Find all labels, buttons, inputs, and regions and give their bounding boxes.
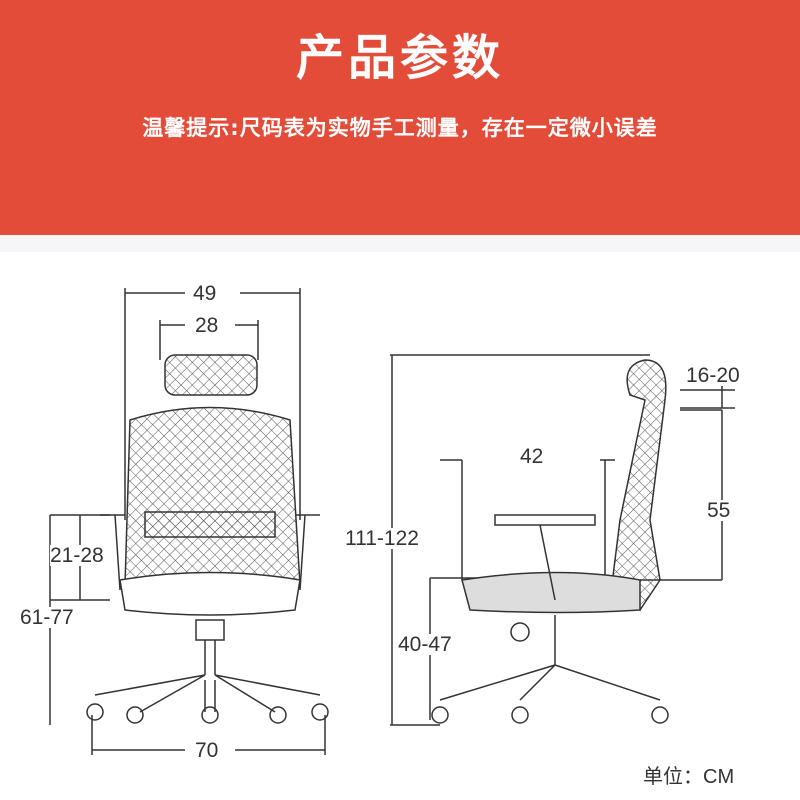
label-headrest-adjust: 16-20 — [686, 364, 740, 387]
page-title: 产品参数 — [295, 30, 504, 86]
dim-headrest-width — [159, 320, 259, 360]
label-seat-depth: 42 — [520, 445, 544, 468]
dim-seat-depth — [440, 459, 615, 580]
dim-total-height — [390, 354, 650, 726]
label-total-height: 111-122 — [345, 527, 419, 550]
header-banner — [0, 0, 800, 235]
label-headrest-width: 28 — [195, 314, 219, 337]
label-seat-height: 40-47 — [398, 633, 452, 656]
front-chair — [86, 354, 329, 724]
label-overall-width: 49 — [193, 282, 217, 305]
divider-strip — [0, 235, 800, 252]
label-base-width: 70 — [195, 739, 219, 762]
label-seat-height-total: 61-77 — [20, 606, 74, 629]
label-backrest-height: 55 — [707, 499, 731, 522]
unit-label: 单位：CM — [643, 766, 735, 788]
dim-overall-width — [124, 288, 301, 520]
side-chair — [431, 359, 669, 724]
dim-base-width — [91, 715, 326, 755]
label-armrest-height: 21-28 — [50, 544, 104, 567]
measurement-tip: 温馨提示:尺码表为实物手工测量，存在一定微小误差 — [142, 116, 658, 140]
